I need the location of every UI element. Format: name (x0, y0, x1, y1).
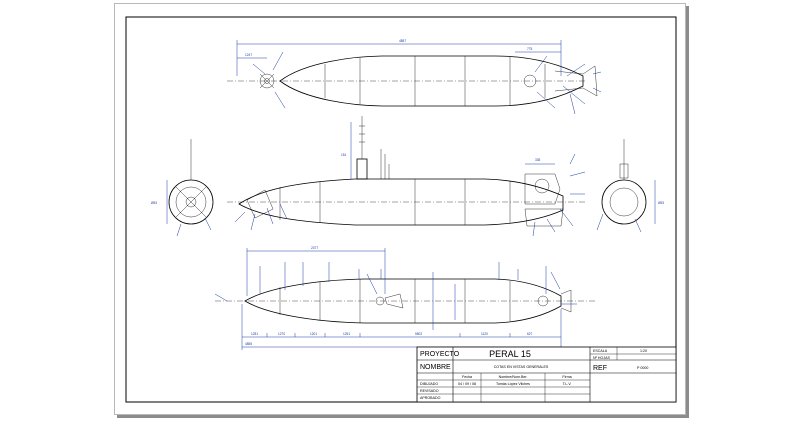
dim-rear-dia: Ø53 (658, 201, 664, 205)
dim-seg-4: 1251 (343, 332, 350, 336)
technical-drawing: 4857 1247 775 335 151 (125, 16, 677, 403)
name-label: NOMBRE (420, 364, 451, 371)
drawing-frame (125, 16, 677, 403)
dim-top-right: 775 (527, 47, 533, 51)
drawn-sign: T.L.V. (563, 382, 572, 386)
drawn-date: 04 / 09 / 08 (458, 382, 476, 386)
rear-view: Ø53 (596, 139, 664, 233)
row-drawn: DIBUJADO (420, 382, 438, 386)
row-checked: REVISADO (420, 389, 439, 393)
dim-seg-5: 5502 (415, 332, 422, 336)
ref-value: P 0000 (637, 366, 648, 370)
scale-label: ESCALA (593, 349, 608, 353)
drawn-name: Tomás López Vilches (496, 382, 530, 386)
title-block: PROYECTO PERAL 15 NOMBRE COTAS EN VISTAS… (416, 346, 677, 403)
sheet-label: Nº HOJAS (593, 356, 610, 360)
col-name: Nombre/Nom.Ber. (499, 375, 528, 379)
drawing-sheet: 4857 1247 775 335 151 (114, 3, 686, 415)
dim-top-left: 1247 (245, 53, 252, 57)
row-approved: APROBADO (420, 396, 441, 400)
dim-seg-1: 1251 (251, 332, 258, 336)
project-label: PROYECTO (420, 351, 460, 358)
front-view: Ø53 (151, 139, 214, 237)
dim-seg-2: 1270 (278, 332, 285, 336)
project-name: PERAL 15 (489, 349, 531, 359)
dim-bottom-overall: 4855 (245, 342, 252, 346)
ref-label: REF (593, 365, 607, 372)
dim-front-dia: Ø53 (151, 201, 157, 205)
scale-value: 1:20 (640, 349, 647, 353)
dim-side-aft: 335 (535, 158, 541, 162)
col-date: Fecha (462, 375, 472, 379)
dim-side-tower: 151 (341, 153, 347, 157)
dim-seg-3: 1201 (310, 332, 317, 336)
drawing-name: COTAS EN VISTAS GENERALES (494, 365, 549, 369)
bottom-view: 2377 1251 1270 1201 1251 5502 1120 627 4… (214, 246, 595, 350)
col-sign: Firma (562, 375, 571, 379)
dim-seg-6: 1120 (481, 332, 488, 336)
dim-bottom-mid: 2377 (311, 246, 318, 250)
side-view: 335 151 (227, 116, 586, 237)
dim-top-overall: 4857 (399, 39, 406, 43)
top-view: 4857 1247 775 (227, 39, 602, 115)
dim-seg-7: 627 (527, 332, 533, 336)
